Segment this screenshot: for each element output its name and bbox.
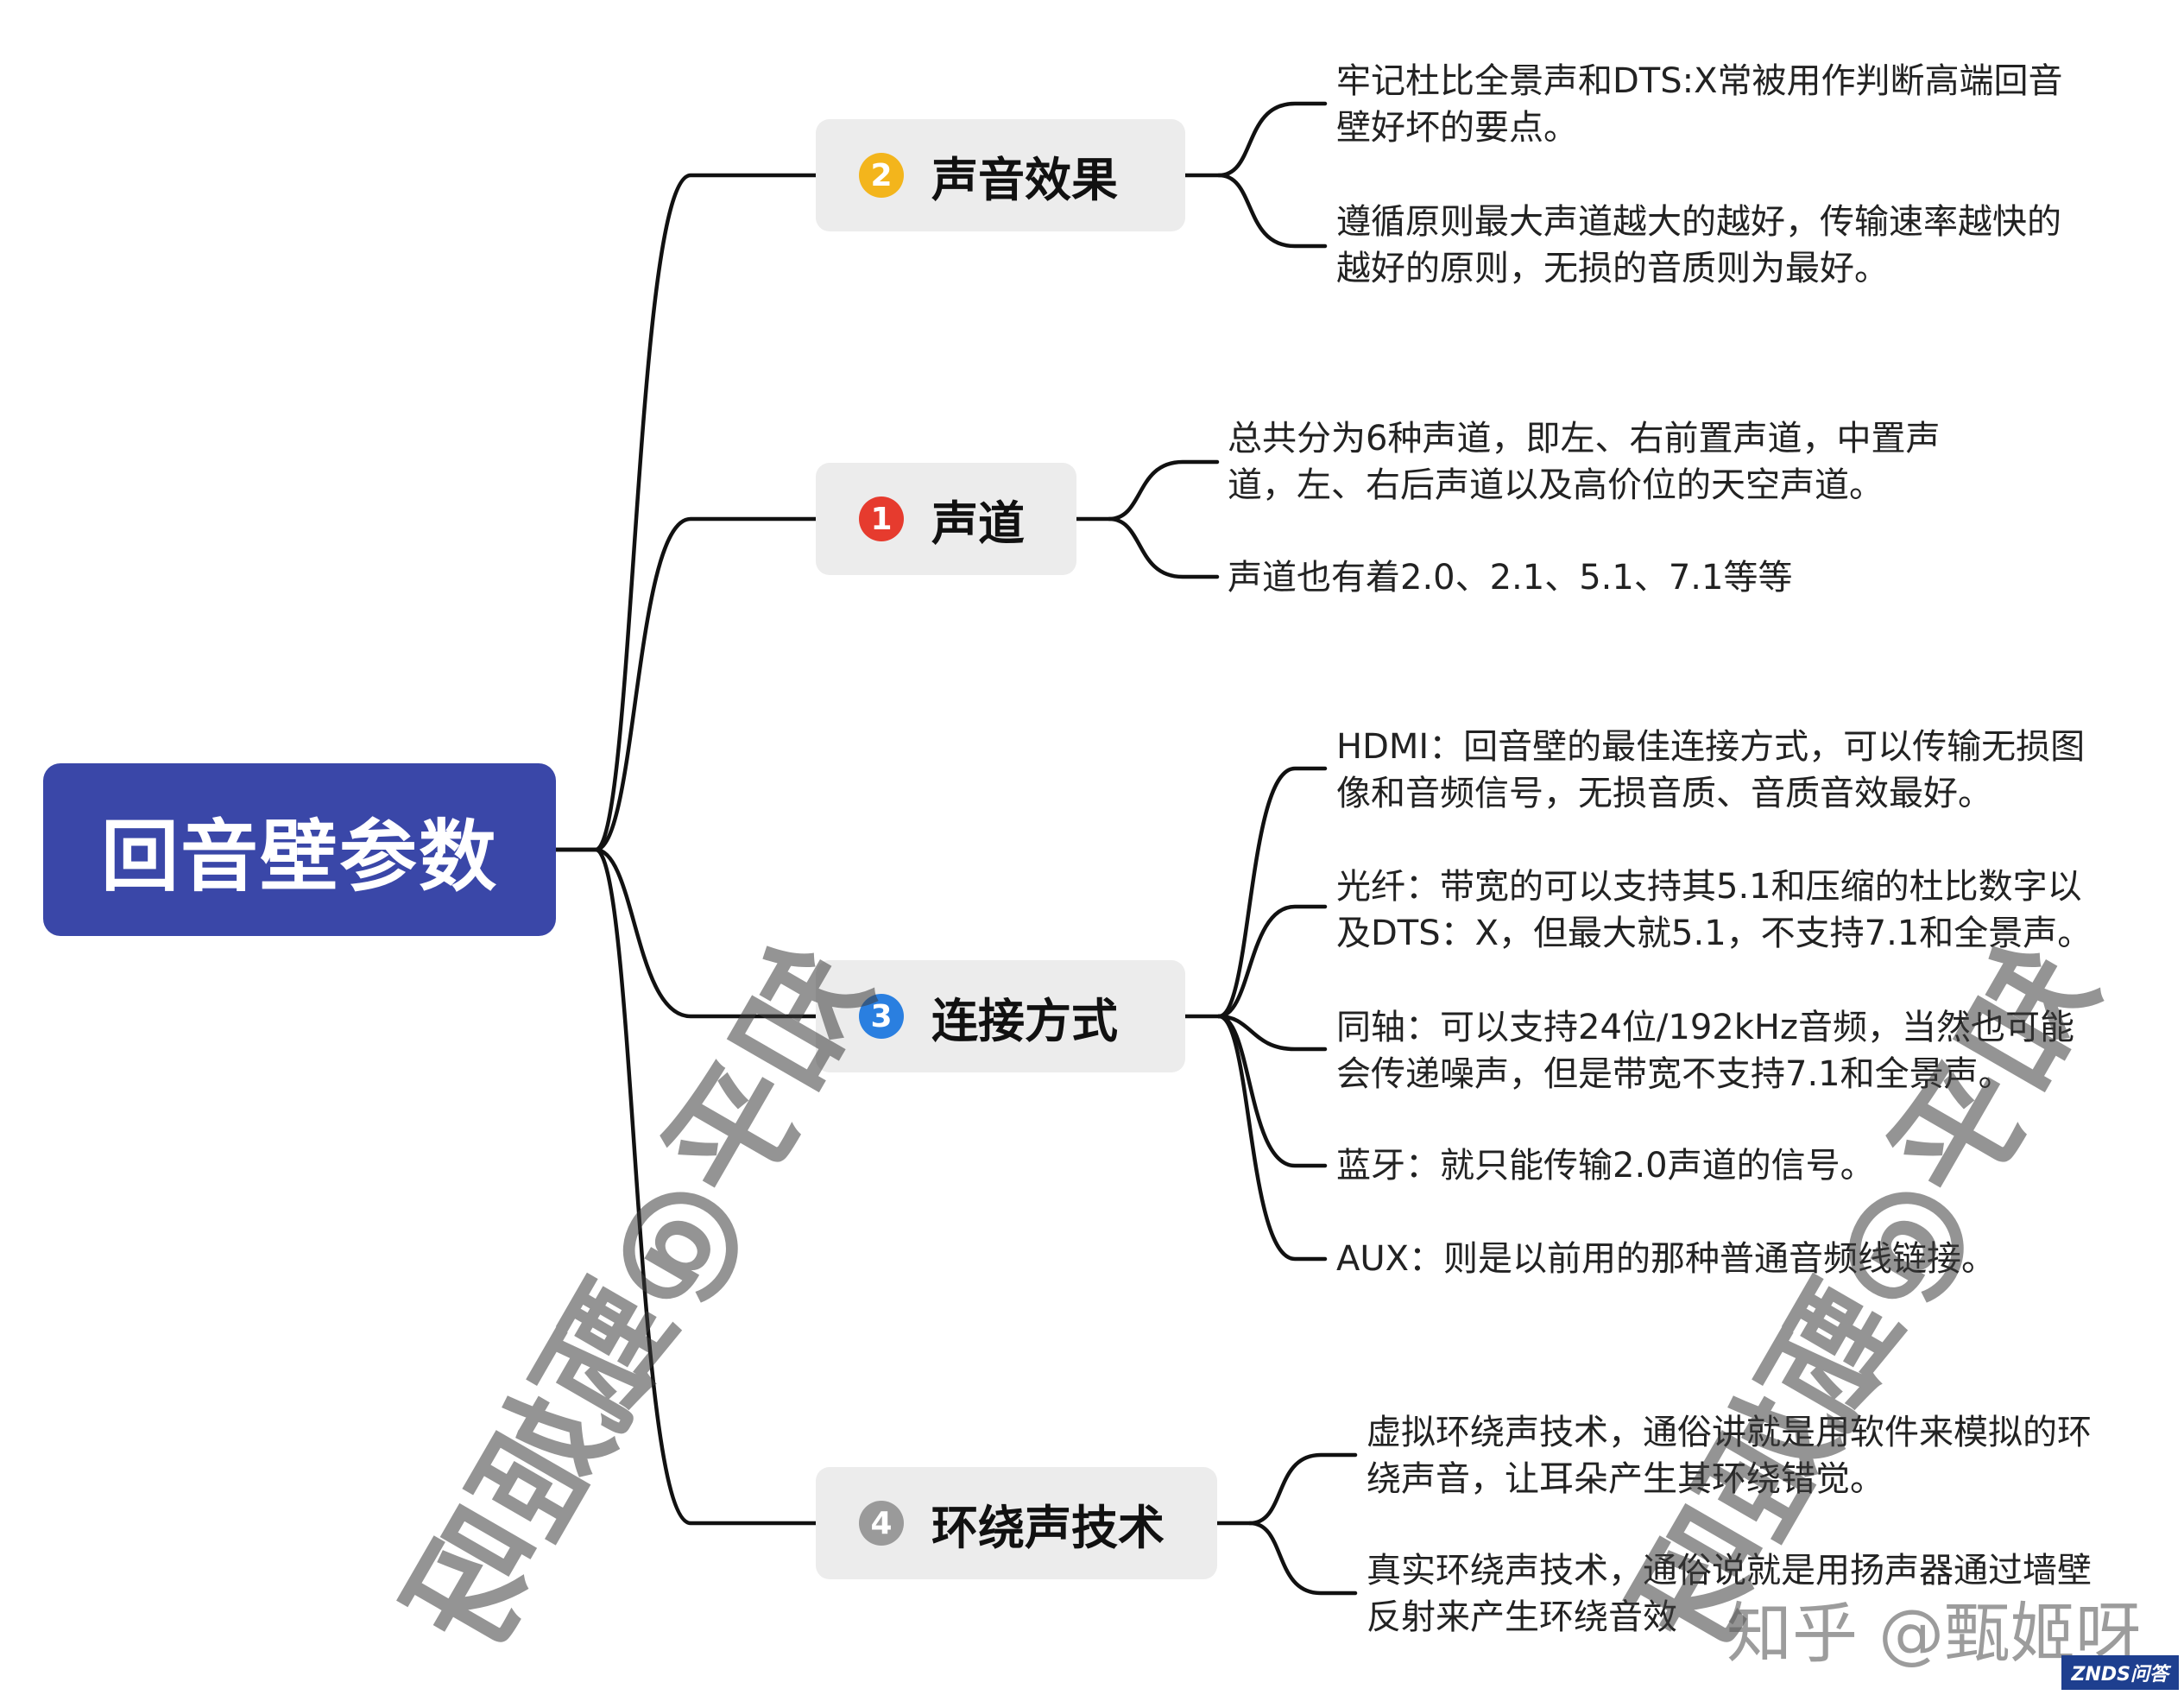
leaf-node[interactable]: HDMI：回音壁的最佳连接方式，可以传输无损图 像和音频信号，无损音质、音质音效… — [1336, 724, 2085, 817]
branch-label: 连接方式 — [931, 993, 1118, 1048]
leaf-line: 绕声音，让耳朵产生其环绕错觉。 — [1367, 1459, 1884, 1499]
link-channels-leaf-1 — [1074, 459, 1220, 522]
leaf-line: 声道也有着2.0、2.1、5.1、7.1等等 — [1228, 558, 1793, 598]
leaf-line: 反射来产生环绕音效 — [1367, 1597, 1677, 1637]
link-sound-effect-leaf-2 — [1216, 173, 1328, 249]
leaf-node[interactable]: 总共分为6种声道，即左、右前置声道，中置声 道，左、右后声道以及高价位的天空声道… — [1228, 415, 1940, 509]
link-connection-leaf-1 — [1183, 766, 1328, 1019]
leaf-line: 越好的原则，无损的音质则为最好。 — [1336, 249, 1889, 288]
leaf-line: 道，左、右后声道以及高价位的天空声道。 — [1228, 465, 1884, 505]
link-root-sound-effect — [553, 173, 818, 852]
leaf-line: 光纤：带宽的可以支持其5.1和压缩的杜比数字以 — [1336, 867, 2082, 907]
number-badge-icon: 1 — [859, 496, 904, 541]
branch-label: 声音效果 — [931, 152, 1118, 207]
branch-channels[interactable]: 1 声道 — [816, 463, 1076, 575]
leaf-line: AUX：则是以前用的那种普通音频线链接。 — [1336, 1239, 1997, 1279]
link-root-surround — [593, 847, 818, 1526]
znds-logo: ZNDS问答 — [2061, 1655, 2179, 1690]
leaf-line: 壁好坏的要点。 — [1336, 108, 1578, 148]
root-node[interactable]: 回音壁参数 — [43, 763, 556, 936]
leaf-node[interactable]: 虚拟环绕声技术，通俗讲就是用软件来模拟的环 绕声音，让耳朵产生其环绕错觉。 — [1367, 1409, 2092, 1502]
leaf-line: 像和音频信号，无损音质、音质音效最好。 — [1336, 774, 1992, 813]
number-badge-icon: 4 — [859, 1501, 904, 1546]
leaf-line: 及DTS：X，但最大就5.1，不支持7.1和全景声。 — [1336, 914, 2092, 953]
link-surround-leaf-2 — [1247, 1521, 1358, 1596]
leaf-node[interactable]: 遵循原则最大声道越大的越好，传输速率越快的 越好的原则，无损的音质则为最好。 — [1336, 199, 2061, 292]
leaf-node[interactable]: 牢记杜比全景声和DTS:X常被用作判断高端回音 壁好坏的要点。 — [1336, 58, 2063, 151]
link-connection-leaf-5 — [1216, 1014, 1328, 1262]
link-root-connection — [553, 847, 818, 1019]
leaf-line: 会传递噪声，但是带宽不支持7.1和全景声。 — [1336, 1054, 2013, 1094]
branch-connection[interactable]: 3 连接方式 — [816, 960, 1185, 1072]
number-badge-icon: 2 — [859, 153, 904, 198]
leaf-node[interactable]: 蓝牙：就只能传输2.0声道的信号。 — [1336, 1142, 1875, 1189]
leaf-line: 蓝牙：就只能传输2.0声道的信号。 — [1336, 1146, 1875, 1186]
branch-label: 声道 — [931, 496, 1025, 551]
leaf-line: 牢记杜比全景声和DTS:X常被用作判断高端回音 — [1336, 61, 2063, 101]
link-connection-leaf-4 — [1216, 1014, 1328, 1168]
link-root-channels — [553, 516, 818, 852]
leaf-line: HDMI：回音壁的最佳连接方式，可以传输无损图 — [1336, 727, 2086, 767]
number-badge-icon: 3 — [859, 994, 904, 1039]
leaf-node[interactable]: AUX：则是以前用的那种普通音频线链接。 — [1336, 1236, 1996, 1282]
branch-label: 环绕声技术 — [931, 1500, 1165, 1555]
link-sound-effect-leaf-1 — [1183, 101, 1328, 178]
leaf-node[interactable]: 真实环绕声技术，通俗说就是用扬声器通过墙壁 反射来产生环绕音效 — [1367, 1547, 2092, 1641]
leaf-node[interactable]: 光纤：带宽的可以支持其5.1和压缩的杜比数字以 及DTS：X，但最大就5.1，不… — [1336, 863, 2092, 957]
link-channels-leaf-2 — [1107, 516, 1220, 579]
leaf-line: 同轴：可以支持24位/192kHz音频，当然也可能 — [1336, 1008, 2074, 1047]
leaf-node[interactable]: 声道也有着2.0、2.1、5.1、7.1等等 — [1228, 554, 1792, 601]
leaf-line: 遵循原则最大声道越大的越好，传输速率越快的 — [1336, 202, 2061, 242]
leaf-line: 总共分为6种声道，即左、右前置声道，中置声 — [1228, 419, 1941, 459]
link-connection-leaf-3 — [1216, 1014, 1328, 1052]
leaf-line: 真实环绕声技术，通俗说就是用扬声器通过墙壁 — [1367, 1551, 2092, 1591]
branch-sound-effect[interactable]: 2 声音效果 — [816, 119, 1185, 231]
leaf-node[interactable]: 同轴：可以支持24位/192kHz音频，当然也可能 会传递噪声，但是带宽不支持7… — [1336, 1004, 2074, 1097]
root-label: 回音壁参数 — [101, 812, 498, 902]
link-surround-leaf-1 — [1215, 1452, 1358, 1526]
leaf-line: 虚拟环绕声技术，通俗讲就是用软件来模拟的环 — [1367, 1413, 2092, 1452]
link-connection-leaf-2 — [1216, 904, 1328, 1019]
branch-surround[interactable]: 4 环绕声技术 — [816, 1467, 1217, 1579]
